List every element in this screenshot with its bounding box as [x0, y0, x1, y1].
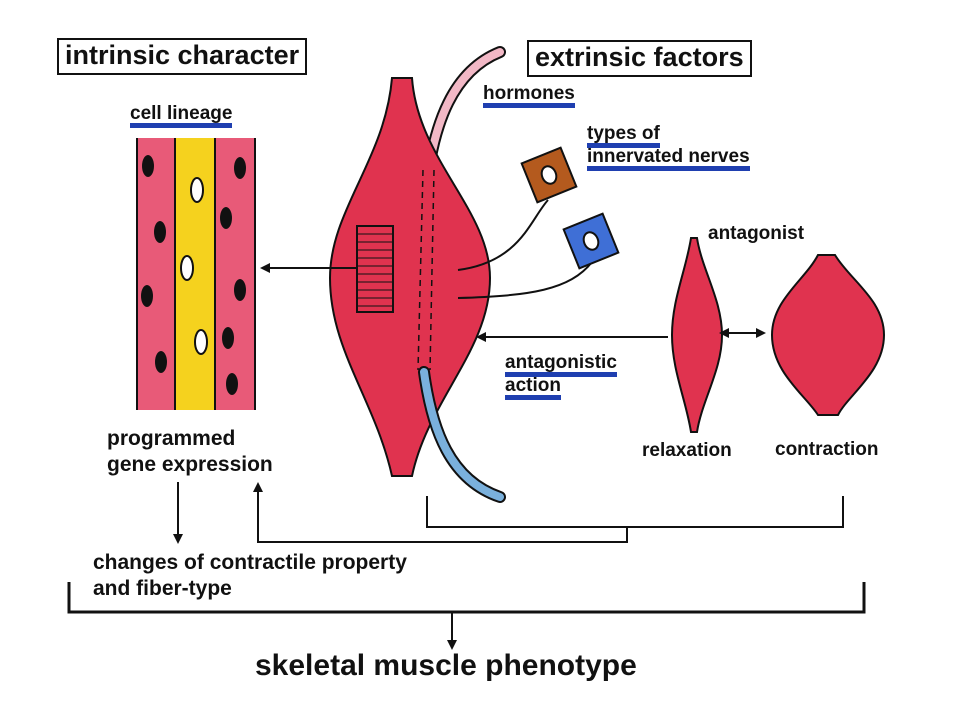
- relaxation-label: relaxation: [642, 440, 732, 461]
- cell-lineage-figure: [136, 138, 256, 410]
- programmed-label-line1: programmed: [107, 427, 236, 450]
- hormones-label: hormones: [483, 84, 575, 108]
- nucleus: [234, 279, 246, 301]
- nucleus: [155, 351, 167, 373]
- nucleus: [220, 207, 232, 229]
- contraction-label: contraction: [775, 439, 879, 460]
- skeletal-muscle: [328, 77, 492, 477]
- antagonist-label: antagonist: [708, 223, 805, 244]
- nucleus: [180, 255, 194, 281]
- nerve-line-brown: [457, 199, 549, 271]
- nucleus: [142, 155, 154, 177]
- extrinsic-factors-label: extrinsic factors: [527, 40, 752, 77]
- changes-label-line2: and fiber-type: [93, 577, 232, 600]
- nerves-label-line1: types of: [587, 124, 660, 148]
- cell-lineage-label: cell lineage: [130, 104, 233, 128]
- nerves-label-line2: innervated nerves: [587, 147, 750, 171]
- contracted-muscle: [770, 254, 886, 416]
- nerve-line-blue: [457, 261, 593, 299]
- intrinsic-character-label: intrinsic character: [57, 38, 308, 75]
- antagonistic-action-line2: action: [505, 376, 561, 400]
- feedback-path: [253, 482, 628, 543]
- sarcomere-box: [356, 225, 394, 313]
- cell-strip-left: [137, 138, 175, 410]
- nucleus: [190, 177, 204, 203]
- changes-label-line1: changes of contractile property: [93, 551, 407, 574]
- antagonistic-action-line1: antagonistic: [505, 353, 617, 377]
- bracket-extrinsic: [426, 496, 844, 528]
- nucleus: [141, 285, 153, 307]
- skeletal-muscle-phenotype-label: skeletal muscle phenotype: [255, 649, 637, 682]
- bracket-overall: [67, 582, 866, 614]
- programmed-label-line2: gene expression: [107, 453, 273, 476]
- nucleus: [234, 157, 246, 179]
- relaxed-muscle: [670, 237, 724, 433]
- nucleus: [222, 327, 234, 349]
- nucleus: [226, 373, 238, 395]
- nucleus: [154, 221, 166, 243]
- nucleus: [194, 329, 208, 355]
- cell-strip-right: [215, 138, 255, 410]
